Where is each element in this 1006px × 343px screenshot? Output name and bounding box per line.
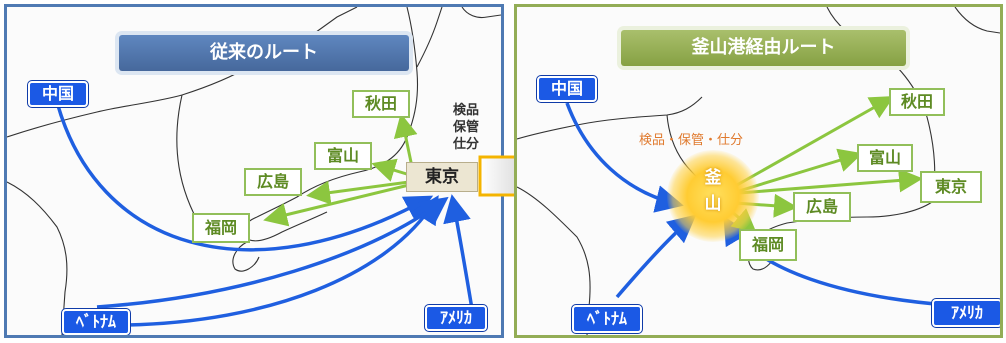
hub-note: 検品・保管・仕分 <box>639 133 744 148</box>
conventional-route-title: 従来のルート <box>119 35 409 71</box>
dest-hiroshima: 広島 <box>244 168 302 196</box>
busan-route-panel: 釜山港経由ルート 中国 ﾍﾞﾄﾅﾑ ｱﾒﾘｶ 検品・保管・仕分 釜 山 秋田 富… <box>514 4 1003 338</box>
origin-china: 中国 <box>28 81 88 107</box>
dest-hiroshima: 広島 <box>793 192 851 222</box>
map-japan-left <box>7 7 501 335</box>
dest-toyama: 富山 <box>857 144 913 172</box>
dest-fukuoka: 福岡 <box>739 229 797 261</box>
dest-tokyo: 東京 <box>920 171 982 203</box>
hub-tokyo: 東京 <box>406 162 478 192</box>
dest-akita: 秋田 <box>889 88 945 116</box>
busan-hub-glow <box>667 150 759 242</box>
origin-america: ｱﾒﾘｶ <box>932 299 1000 327</box>
origin-china: 中国 <box>537 76 597 102</box>
hub-note: 検品 保管 仕分 <box>452 103 479 152</box>
origin-america: ｱﾒﾘｶ <box>425 305 487 331</box>
origin-vietnam: ﾍﾞﾄﾅﾑ <box>572 305 642 333</box>
busan-route-title: 釜山港経由ルート <box>621 30 906 66</box>
dest-toyama: 富山 <box>314 142 372 170</box>
dest-fukuoka: 福岡 <box>192 213 250 243</box>
hub-busan: 釜 山 <box>704 168 722 214</box>
origin-vietnam: ﾍﾞﾄﾅﾑ <box>62 309 130 335</box>
dest-akita: 秋田 <box>352 90 410 118</box>
conventional-route-panel: 従来のルート 中国 ﾍﾞﾄﾅﾑ ｱﾒﾘｶ 東京 検品 保管 仕分 秋田 富山 広… <box>4 4 504 338</box>
